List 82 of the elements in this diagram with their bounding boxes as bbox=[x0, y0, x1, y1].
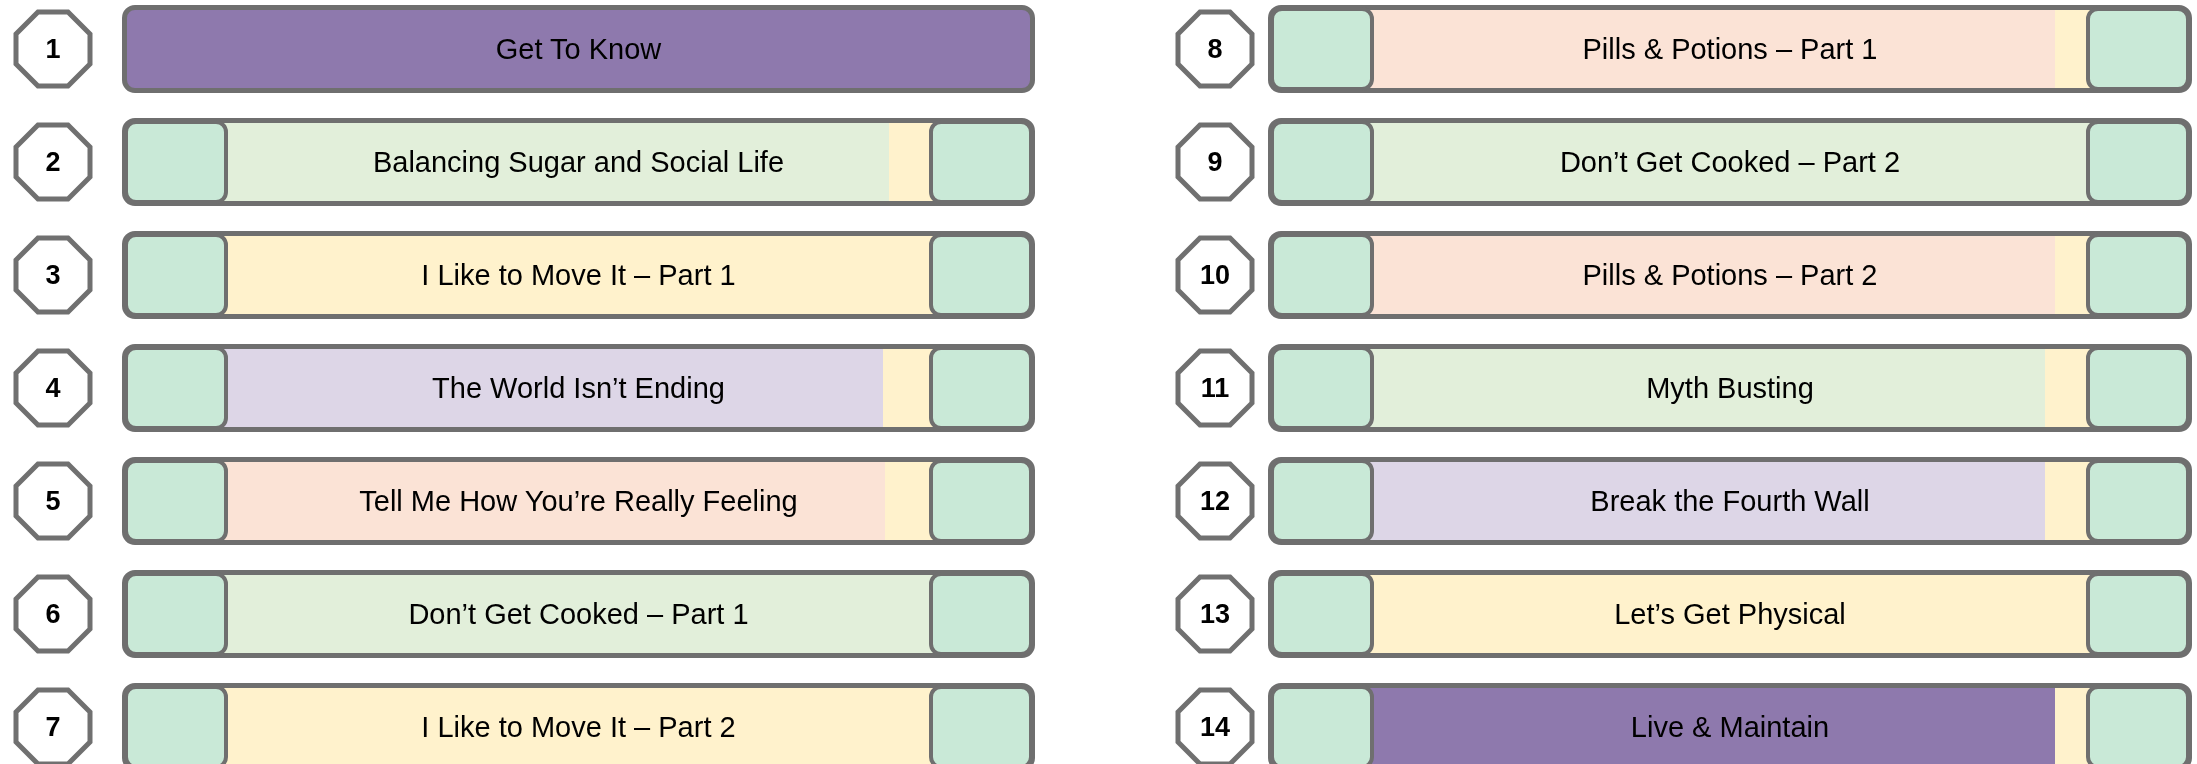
number-octagon bbox=[1175, 348, 1255, 428]
step-number: 7 bbox=[44, 710, 62, 744]
end-square bbox=[1270, 459, 1374, 543]
session-bar bbox=[122, 570, 1035, 658]
session-bar bbox=[1268, 683, 2192, 764]
end-square bbox=[124, 346, 228, 430]
number-octagon bbox=[1175, 461, 1255, 541]
end-square bbox=[1270, 233, 1374, 317]
number-octagon bbox=[1175, 235, 1255, 315]
session-title: The World Isn’t Ending bbox=[431, 370, 726, 406]
session-bar bbox=[1268, 118, 2192, 206]
session-bar bbox=[122, 457, 1035, 545]
end-square bbox=[124, 233, 228, 317]
step-number: 12 bbox=[1198, 484, 1231, 518]
session-title: Myth Busting bbox=[1645, 370, 1815, 406]
end-square bbox=[1270, 685, 1374, 764]
number-octagon bbox=[13, 461, 93, 541]
step-number: 14 bbox=[1198, 710, 1231, 744]
step-number: 13 bbox=[1198, 597, 1231, 631]
end-square bbox=[2086, 459, 2190, 543]
end-square bbox=[2086, 7, 2190, 91]
session-title: Pills & Potions – Part 2 bbox=[1581, 257, 1879, 293]
session-bar bbox=[1268, 457, 2192, 545]
session-bar bbox=[122, 118, 1035, 206]
number-octagon bbox=[13, 9, 93, 89]
end-square bbox=[1270, 346, 1374, 430]
end-square bbox=[2086, 572, 2190, 656]
session-title: Get To Know bbox=[494, 31, 663, 67]
end-square bbox=[124, 120, 228, 204]
session-title: Don’t Get Cooked – Part 2 bbox=[1558, 144, 1902, 180]
session-bar bbox=[1268, 570, 2192, 658]
end-square bbox=[2086, 346, 2190, 430]
session-title: Tell Me How You’re Really Feeling bbox=[358, 483, 799, 519]
session-bar bbox=[122, 5, 1035, 93]
number-octagon bbox=[1175, 9, 1255, 89]
step-number: 6 bbox=[44, 597, 62, 631]
step-number: 9 bbox=[1206, 145, 1224, 179]
number-octagon bbox=[13, 235, 93, 315]
end-square bbox=[929, 346, 1033, 430]
end-square bbox=[929, 459, 1033, 543]
number-octagon bbox=[1175, 574, 1255, 654]
step-number: 8 bbox=[1206, 32, 1224, 66]
session-title: Pills & Potions – Part 1 bbox=[1581, 31, 1879, 67]
end-square bbox=[929, 572, 1033, 656]
session-title: Let’s Get Physical bbox=[1613, 596, 1847, 632]
number-octagon bbox=[13, 687, 93, 764]
step-number: 1 bbox=[44, 32, 62, 66]
end-square bbox=[1270, 7, 1374, 91]
step-number: 5 bbox=[44, 484, 62, 518]
step-number: 11 bbox=[1199, 371, 1231, 405]
step-number: 4 bbox=[44, 371, 62, 405]
end-square bbox=[2086, 120, 2190, 204]
number-octagon bbox=[13, 348, 93, 428]
end-square bbox=[929, 233, 1033, 317]
number-octagon bbox=[1175, 122, 1255, 202]
end-square bbox=[124, 459, 228, 543]
session-bar bbox=[122, 683, 1035, 764]
end-square bbox=[1270, 572, 1374, 656]
session-bar bbox=[1268, 344, 2192, 432]
number-octagon bbox=[13, 574, 93, 654]
session-title: Don’t Get Cooked – Part 1 bbox=[407, 596, 750, 632]
step-number: 2 bbox=[44, 145, 62, 179]
step-number: 10 bbox=[1198, 258, 1231, 292]
session-bar bbox=[1268, 231, 2192, 319]
end-square bbox=[2086, 685, 2190, 764]
end-square bbox=[929, 120, 1033, 204]
number-octagon bbox=[13, 122, 93, 202]
step-number: 3 bbox=[44, 258, 62, 292]
session-bar bbox=[122, 344, 1035, 432]
session-title: Balancing Sugar and Social Life bbox=[371, 144, 786, 180]
number-octagon bbox=[1175, 687, 1255, 764]
end-square bbox=[2086, 233, 2190, 317]
session-title: Live & Maintain bbox=[1629, 709, 1831, 745]
end-square bbox=[124, 685, 228, 764]
session-title: I Like to Move It – Part 1 bbox=[420, 257, 737, 293]
session-bar bbox=[1268, 5, 2192, 93]
end-square bbox=[1270, 120, 1374, 204]
session-bar bbox=[122, 231, 1035, 319]
session-title: Break the Fourth Wall bbox=[1589, 483, 1871, 519]
session-title: I Like to Move It – Part 2 bbox=[420, 709, 737, 745]
end-square bbox=[929, 685, 1033, 764]
end-square bbox=[124, 572, 228, 656]
